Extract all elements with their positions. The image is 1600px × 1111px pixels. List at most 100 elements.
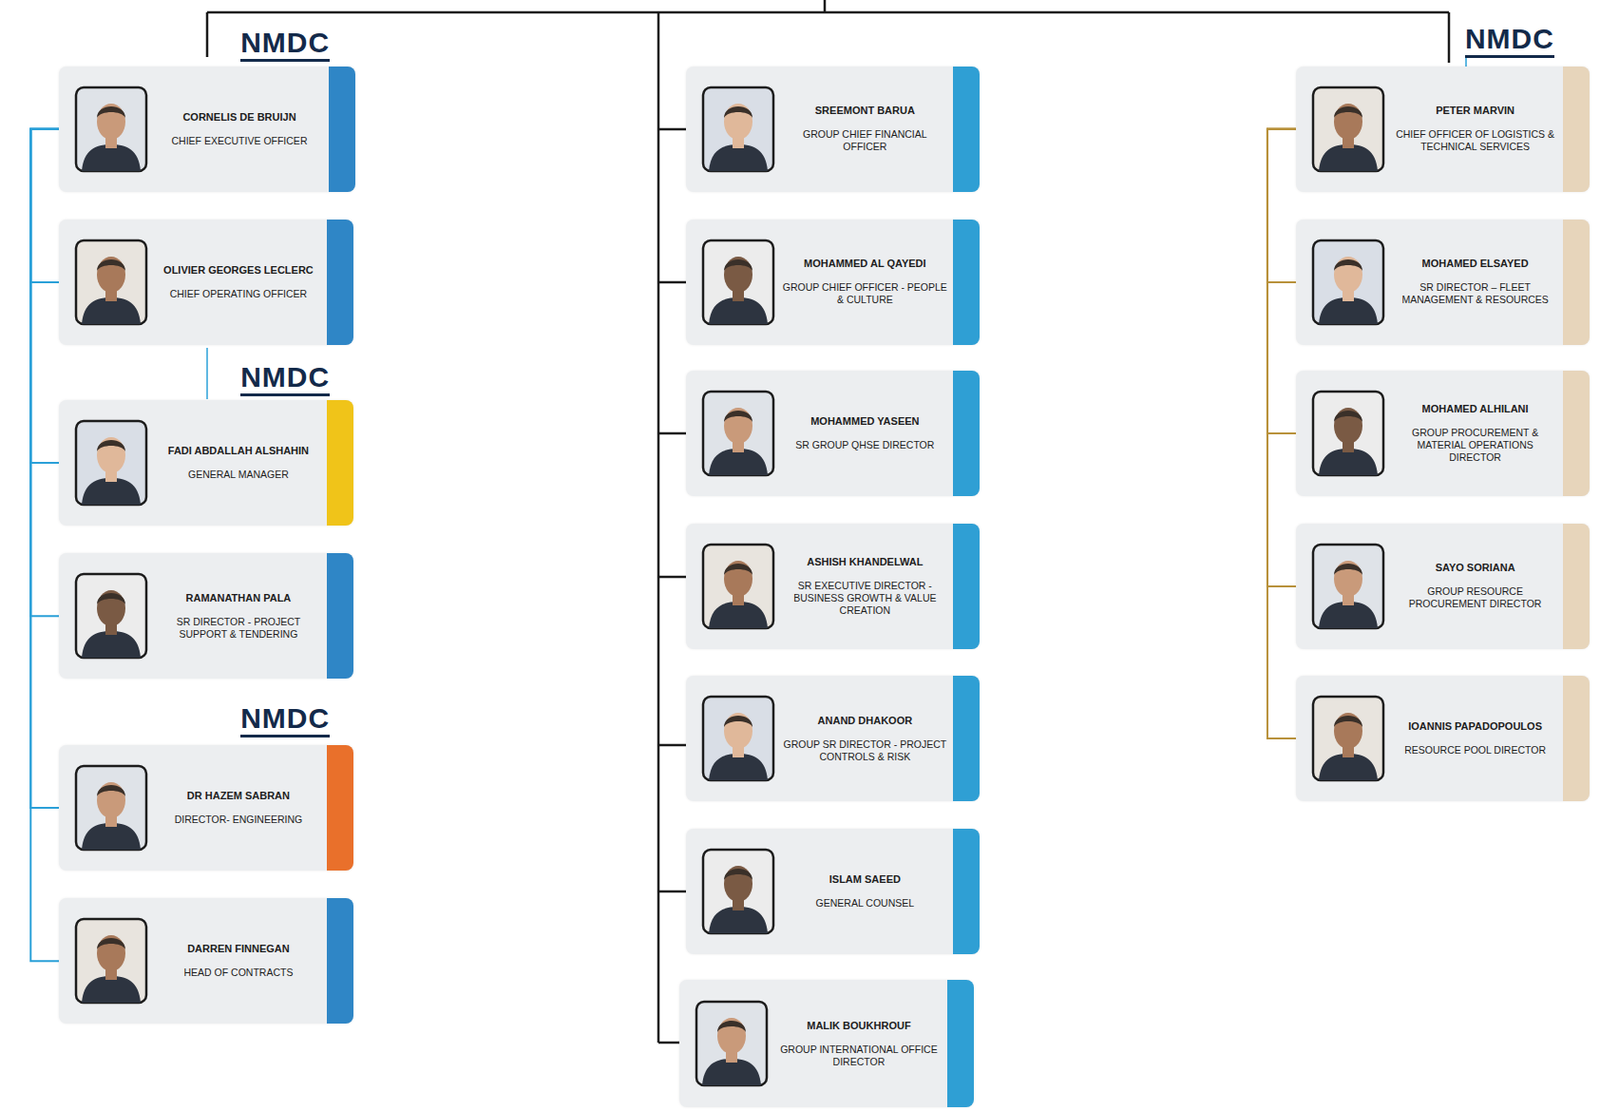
reporting-line bbox=[30, 129, 59, 283]
person-card: CORNELIS DE BRUIJNCHIEF EXECUTIVE OFFICE… bbox=[58, 66, 355, 192]
logo-text: NMDC bbox=[1465, 22, 1555, 55]
portrait-photo bbox=[74, 85, 149, 173]
portrait-photo bbox=[701, 542, 776, 630]
portrait-photo bbox=[74, 238, 149, 326]
card-text: IOANNIS PAPADOPOULOS RESOURCE POOL DIRECT… bbox=[1390, 720, 1560, 757]
portrait-photo bbox=[701, 694, 776, 782]
reporting-line bbox=[1267, 129, 1296, 434]
accent-bar bbox=[1562, 66, 1590, 192]
logo-underline bbox=[240, 393, 330, 397]
accent-bar bbox=[952, 219, 980, 345]
portrait-photo bbox=[74, 763, 149, 852]
person-card: FADI ABDALLAH ALSHAHIN GENERAL MANAGER bbox=[58, 400, 353, 526]
person-name: ISLAM SAEED bbox=[780, 873, 950, 886]
card-text: MOHAMMED AL QAYEDIGROUP CHIEF OFFICER - … bbox=[780, 257, 950, 306]
job-title: GENERAL MANAGER bbox=[153, 468, 323, 481]
reporting-line bbox=[30, 129, 59, 961]
portrait-photo bbox=[74, 571, 149, 660]
person-name: ASHISH KHANDELWAL bbox=[780, 555, 950, 569]
person-name: MOHAMED ALHILANI bbox=[1390, 402, 1560, 416]
card-text: RAMANATHAN PALASR DIRECTOR - PROJECT SUP… bbox=[153, 591, 323, 641]
person-name: CORNELIS DE BRUIJN bbox=[153, 111, 324, 124]
accent-bar bbox=[326, 400, 354, 526]
logo-underline bbox=[240, 58, 330, 62]
portrait-photo bbox=[74, 916, 149, 1005]
card-text: CORNELIS DE BRUIJNCHIEF EXECUTIVE OFFICE… bbox=[153, 111, 324, 148]
accent-bar bbox=[326, 219, 354, 345]
accent-bar bbox=[952, 66, 980, 192]
job-title: DIRECTOR- ENGINEERING bbox=[153, 813, 323, 826]
person-card: MOHAMMED YASEEN SR GROUP QHSE DIRECTOR bbox=[685, 370, 980, 496]
job-title: RESOURCE POOL DIRECTOR bbox=[1390, 743, 1560, 757]
card-text: SAYO SORIANAGROUP RESOURCE PROCUREMENT D… bbox=[1390, 561, 1560, 610]
accent-bar bbox=[326, 552, 354, 679]
reporting-line bbox=[1267, 129, 1296, 283]
person-name: OLIVIER GEORGES LECLERC bbox=[153, 264, 323, 277]
person-name: DARREN FINNEGAN bbox=[153, 942, 323, 955]
person-card: ASHISH KHANDELWAL SR EXECUTIVE DIRECTOR -… bbox=[685, 523, 980, 649]
company-logo: NMDC bbox=[1461, 22, 1559, 56]
accent-bar bbox=[1562, 219, 1590, 345]
card-text: DARREN FINNEGAN HEAD OF CONTRACTS bbox=[153, 942, 323, 979]
accent-bar bbox=[328, 66, 356, 192]
company-logo: NMDC bbox=[236, 702, 334, 735]
person-card: ANAND DHAKOOR GROUP SR DIRECTOR - PROJECT… bbox=[685, 675, 980, 801]
job-title: HEAD OF CONTRACTS bbox=[153, 966, 323, 979]
portrait-photo bbox=[1311, 389, 1386, 477]
portrait-photo bbox=[701, 85, 776, 173]
person-name: IOANNIS PAPADOPOULOS bbox=[1390, 720, 1560, 733]
card-text: MOHAMED ALHILANI GROUP PROCUREMENT & MATE… bbox=[1390, 402, 1560, 464]
accent-bar bbox=[952, 828, 980, 954]
portrait-photo bbox=[694, 999, 769, 1087]
accent-bar bbox=[952, 370, 980, 496]
card-text: SREEMONT BARUAGROUP CHIEF FINANCIAL OFFI… bbox=[780, 104, 950, 153]
card-text: OLIVIER GEORGES LECLERC CHIEF OPERATING O… bbox=[153, 264, 323, 301]
accent-bar bbox=[1562, 523, 1590, 649]
accent-bar bbox=[326, 744, 354, 871]
card-text: MOHAMED ELSAYED SR DIRECTOR – FLEET MANAG… bbox=[1390, 257, 1560, 306]
job-title: SR DIRECTOR – FLEET MANAGEMENT & RESOURC… bbox=[1390, 281, 1560, 306]
job-title: SR DIRECTOR - PROJECT SUPPORT & TENDERIN… bbox=[153, 615, 323, 641]
company-logo: NMDC bbox=[236, 361, 334, 394]
logo-text: NMDC bbox=[240, 361, 330, 393]
person-card: IOANNIS PAPADOPOULOS RESOURCE POOL DIRECT… bbox=[1295, 675, 1590, 801]
reporting-line bbox=[30, 129, 59, 808]
person-name: MOHAMMED YASEEN bbox=[780, 415, 950, 428]
accent-bar bbox=[952, 523, 980, 649]
card-text: DR HAZEM SABRANDIRECTOR- ENGINEERING bbox=[153, 789, 323, 826]
job-title: GROUP CHIEF FINANCIAL OFFICER bbox=[780, 128, 950, 153]
logo-text: NMDC bbox=[240, 702, 330, 734]
portrait-photo bbox=[1311, 238, 1386, 326]
person-card: DR HAZEM SABRANDIRECTOR- ENGINEERING bbox=[58, 744, 353, 871]
person-card: MALIK BOUKHROUF GROUP INTERNATIONAL OFFIC… bbox=[679, 979, 973, 1107]
job-title: CHIEF OFFICER OF LOGISTICS & TECHNICAL S… bbox=[1390, 128, 1560, 153]
person-card: OLIVIER GEORGES LECLERC CHIEF OPERATING O… bbox=[58, 219, 353, 345]
person-card: ISLAM SAEEDGENERAL COUNSEL bbox=[685, 828, 980, 954]
card-text: PETER MARVIN CHIEF OFFICER OF LOGISTICS &… bbox=[1390, 104, 1560, 153]
job-title: GROUP INTERNATIONAL OFFICE DIRECTOR bbox=[774, 1043, 943, 1068]
job-title: CHIEF OPERATING OFFICER bbox=[153, 287, 323, 301]
accent-bar bbox=[947, 979, 974, 1107]
accent-bar bbox=[1562, 370, 1590, 496]
person-name: MALIK BOUKHROUF bbox=[774, 1019, 943, 1032]
logo-underline bbox=[1465, 55, 1555, 58]
person-name: ANAND DHAKOOR bbox=[780, 714, 950, 727]
job-title: GROUP RESOURCE PROCUREMENT DIRECTOR bbox=[1390, 585, 1560, 610]
card-text: FADI ABDALLAH ALSHAHIN GENERAL MANAGER bbox=[153, 444, 323, 481]
logo-text: NMDC bbox=[240, 26, 330, 58]
card-text: MALIK BOUKHROUF GROUP INTERNATIONAL OFFIC… bbox=[774, 1019, 943, 1068]
job-title: GROUP PROCUREMENT & MATERIAL OPERATIONS … bbox=[1390, 426, 1560, 464]
person-card: RAMANATHAN PALASR DIRECTOR - PROJECT SUP… bbox=[58, 552, 353, 679]
person-name: MOHAMED ELSAYED bbox=[1390, 257, 1560, 270]
person-card: MOHAMED ELSAYED SR DIRECTOR – FLEET MANAG… bbox=[1295, 219, 1590, 345]
card-text: ANAND DHAKOOR GROUP SR DIRECTOR - PROJECT… bbox=[780, 714, 950, 763]
reporting-line bbox=[30, 129, 59, 463]
portrait-photo bbox=[1311, 85, 1386, 173]
person-name: FADI ABDALLAH ALSHAHIN bbox=[153, 444, 323, 458]
person-name: PETER MARVIN bbox=[1390, 104, 1560, 117]
job-title: SR GROUP QHSE DIRECTOR bbox=[780, 438, 950, 452]
job-title: GROUP SR DIRECTOR - PROJECT CONTROLS & R… bbox=[780, 738, 950, 763]
accent-bar bbox=[1562, 675, 1590, 801]
portrait-photo bbox=[1311, 542, 1386, 630]
job-title: SR EXECUTIVE DIRECTOR - BUSINESS GROWTH … bbox=[780, 579, 950, 617]
